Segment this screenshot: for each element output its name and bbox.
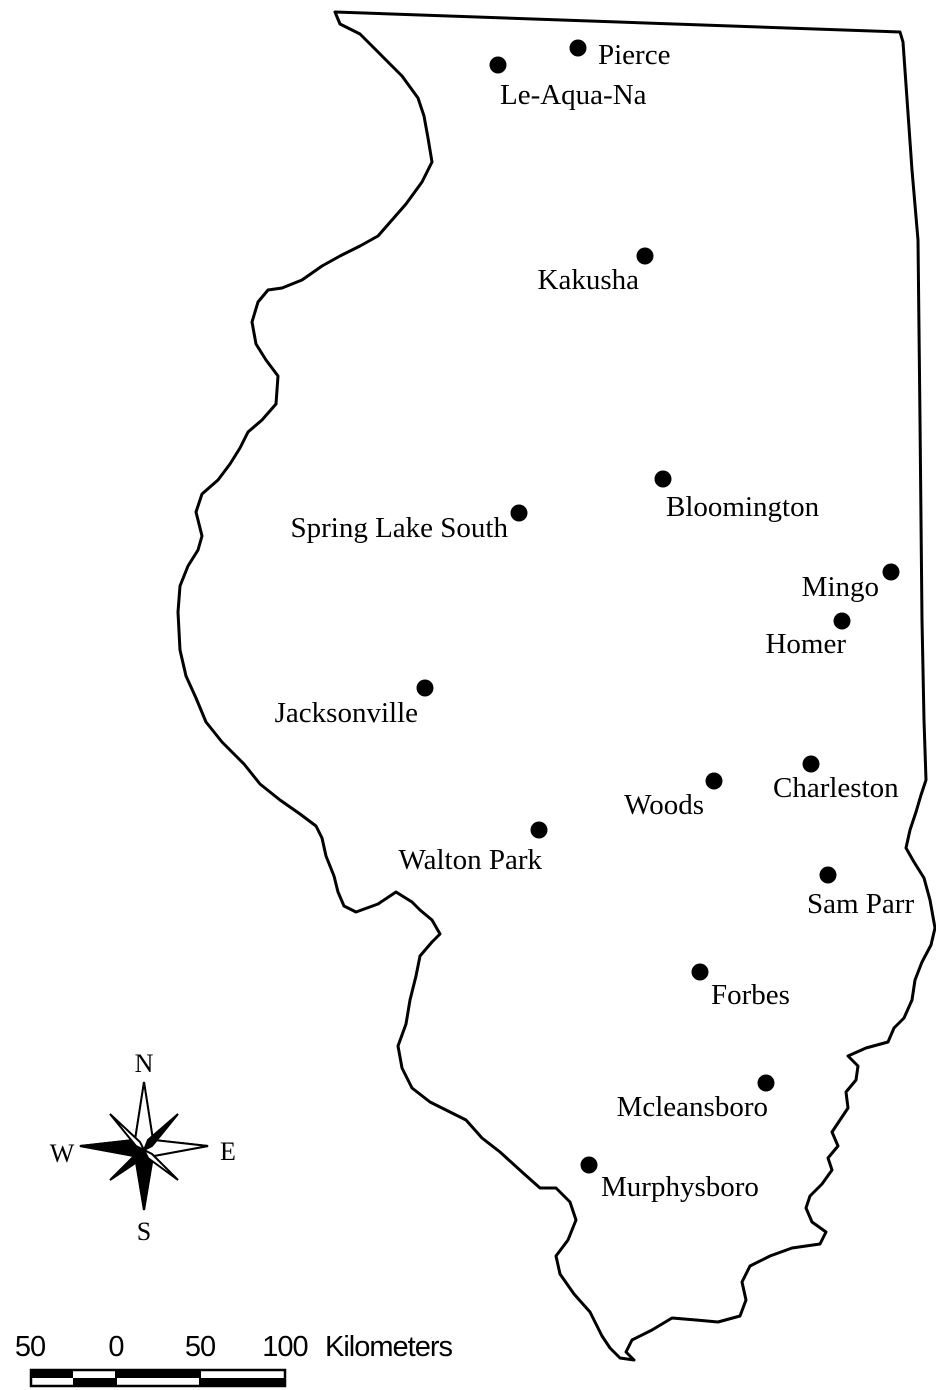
site-marker: Bloomington [654,470,820,523]
site-label: Woods [624,789,704,821]
scale-bar: 50 0 50 100 Kilometers [15,1331,453,1388]
compass-south-label: S [137,1217,151,1246]
site-label: Bloomington [666,491,820,523]
site-marker: Kakusha [538,247,654,296]
compass-east-label: E [220,1137,236,1166]
site-label: Homer [765,628,846,660]
site-label: Le-Aqua-Na [500,79,647,111]
compass-rose: N S E W [50,1049,236,1246]
site-label: Spring Lake South [291,512,509,544]
site-label: Sam Parr [807,888,914,920]
site-label: Murphysboro [601,1171,759,1203]
site-marker: Pierce [569,39,670,71]
compass-west-label: W [50,1139,75,1168]
site-label: Jacksonville [275,697,418,729]
site-marker: Jacksonville [275,679,434,729]
site-markers: PierceLe-Aqua-NaKakushaBloomingtonSpring… [275,39,915,1203]
scale-unit-label: Kilometers [325,1331,452,1363]
scale-segment [200,1378,285,1386]
site-marker: Le-Aqua-Na [489,56,647,111]
site-dot [757,1074,775,1092]
site-marker: Woods [624,772,723,821]
site-dot [705,772,723,790]
site-label: Kakusha [538,264,640,296]
site-dot [569,39,587,57]
site-label: Walton Park [399,844,543,876]
site-dot [654,470,672,488]
site-dot [530,821,548,839]
scale-tick-label: 0 [108,1331,123,1363]
site-label: Mingo [802,571,879,603]
site-label: Pierce [598,39,670,71]
site-marker: Murphysboro [580,1156,759,1203]
site-marker: Spring Lake South [291,504,528,544]
site-label: Charleston [773,772,899,804]
site-marker: Mingo [802,563,900,603]
site-dot [691,963,709,981]
scale-tick-label: 50 [185,1331,215,1363]
site-marker: Sam Parr [807,866,914,920]
site-marker: Walton Park [399,821,548,876]
site-dot [819,866,837,884]
site-dot [882,563,900,581]
state-outline [176,10,936,1362]
site-dot [510,504,528,522]
site-label: Mcleansboro [617,1091,768,1123]
scale-tick-label: 100 [262,1331,307,1363]
site-dot [416,679,434,697]
scale-tick-label: 50 [15,1331,45,1363]
site-marker: Charleston [773,755,899,804]
site-dot [833,612,851,630]
site-dot [489,56,507,74]
site-label: Forbes [711,979,790,1011]
compass-star-icon [79,1081,209,1211]
site-dot [636,247,654,265]
scale-segment [73,1378,116,1386]
site-dot [580,1156,598,1174]
site-marker: Mcleansboro [617,1074,775,1123]
site-marker: Homer [765,612,851,660]
compass-north-label: N [135,1049,154,1078]
site-marker: Forbes [691,963,790,1011]
site-dot [802,755,820,773]
scale-segment [31,1370,73,1378]
scale-segment [116,1370,200,1378]
